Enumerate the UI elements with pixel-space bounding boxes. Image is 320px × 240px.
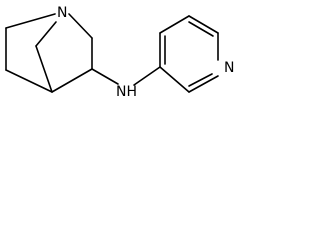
quinuclidine-nitrogen-label: N [57,5,67,21]
bond-c5-c6 [35,45,53,93]
bond-c8-c4 [51,68,93,93]
bond-n1-c7 [68,13,93,39]
bond-c8-nh [91,68,119,85]
chemical-structure: N NH N [5,5,234,100]
pyridine-ring [159,15,219,93]
bond-n1-c5 [35,21,57,47]
bond-py-n-c2 [188,75,219,93]
amine-nh-label: NH [116,84,137,100]
bond-py-c4-c5 [159,15,190,34]
bond-py-n-c2-double [188,73,213,87]
bond-nh-pyridine [133,66,161,86]
quinuclidine-ring [5,13,93,93]
bond-py-c2-c3 [159,66,190,93]
bond-py-c5-c6-double [188,21,214,37]
bond-py-c5-c6 [188,15,219,34]
bond-n1-c2 [5,13,56,29]
bond-c3-c4 [5,69,53,93]
pyridine-nitrogen-label: N [224,60,234,76]
